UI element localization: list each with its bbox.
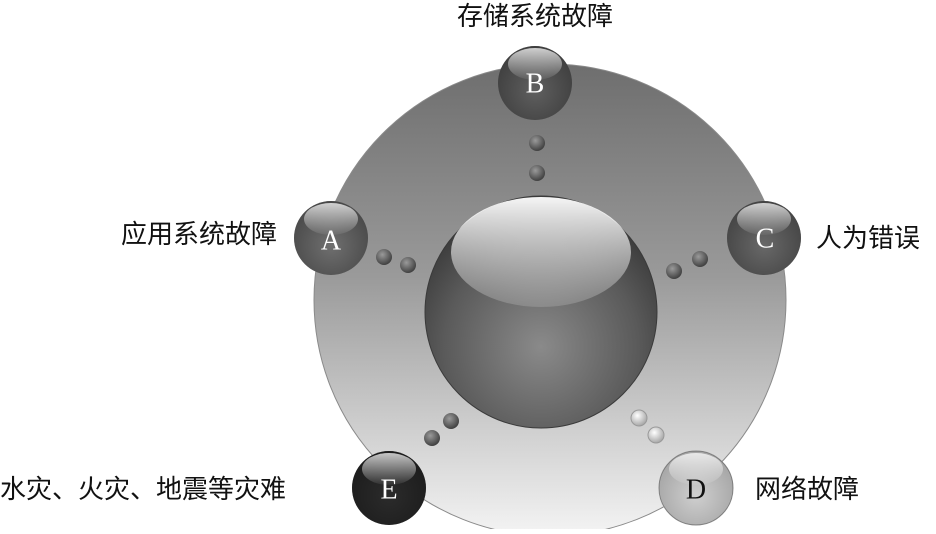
label-disaster: 水灾、火灾、地震等灾难 <box>0 477 286 503</box>
label-network-failure: 网络故障 <box>755 477 859 503</box>
node-a-letter: A <box>321 226 342 257</box>
node-c: C <box>727 201 801 275</box>
center-sphere <box>425 196 657 428</box>
label-human-error: 人为错误 <box>816 226 920 252</box>
node-d-letter: D <box>686 475 706 506</box>
node-d: D <box>659 451 733 525</box>
node-c-letter: C <box>756 224 775 255</box>
node-a: A <box>294 201 368 275</box>
node-b: B <box>498 46 572 120</box>
label-application-failure: 应用系统故障 <box>121 222 277 248</box>
node-e-letter: E <box>380 475 397 506</box>
node-e: E <box>352 451 426 525</box>
node-b-letter: B <box>526 69 545 100</box>
label-storage-failure: 存储系统故障 <box>457 4 613 30</box>
